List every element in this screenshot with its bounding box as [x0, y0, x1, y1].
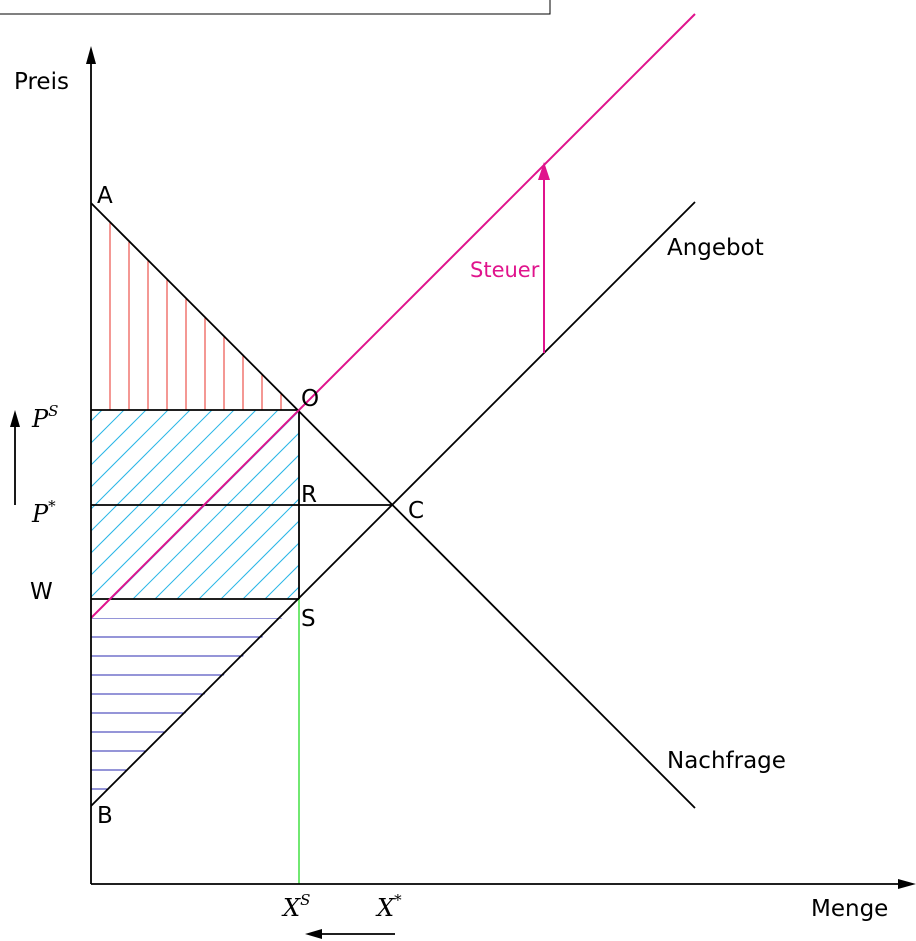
quantity-decrease-arrow-head — [305, 929, 322, 939]
ps-tick-base: P — [31, 405, 49, 433]
supply-label: Angebot — [667, 235, 764, 261]
tax-label: Steuer — [470, 258, 540, 282]
point-a-label: A — [97, 183, 113, 209]
point-o-label: O — [301, 386, 319, 412]
point-w-label: W — [30, 579, 53, 605]
point-r-label: R — [301, 482, 317, 508]
tax-supply-curve — [90, 13, 696, 619]
supply-curve — [90, 201, 696, 807]
pstar-tick-base: P — [31, 500, 49, 528]
y-axis-arrow — [86, 46, 96, 64]
tax-arrow-head — [538, 162, 550, 180]
xstar-tick-sup: * — [394, 891, 402, 909]
point-c-label: C — [408, 498, 424, 524]
pstar-tick-label: P* — [31, 497, 56, 528]
producer-surplus-hatch — [91, 618, 282, 790]
xstar-tick-label: X* — [375, 891, 402, 922]
consumer-surplus-hatch — [109, 203, 282, 410]
pstar-tick-sup: * — [48, 497, 56, 515]
y-axis-label: Preis — [14, 69, 69, 95]
xs-tick-sup: S — [300, 891, 310, 909]
point-b-label: B — [97, 803, 113, 829]
xs-tick-base: X — [281, 894, 301, 922]
demand-curve — [90, 202, 696, 809]
tax-revenue-hatch — [91, 410, 299, 599]
xs-tick-label: XS — [281, 891, 310, 922]
x-axis-label: Menge — [811, 896, 888, 922]
demand-label: Nachfrage — [667, 748, 786, 774]
frame-border — [0, 0, 551, 15]
price-rise-arrow-head — [10, 410, 20, 427]
ps-tick-sup: S — [48, 402, 58, 420]
point-s-label: S — [301, 606, 316, 632]
ps-tick-label: PS — [31, 402, 58, 433]
x-axis-arrow — [898, 879, 916, 889]
xstar-tick-base: X — [375, 894, 395, 922]
